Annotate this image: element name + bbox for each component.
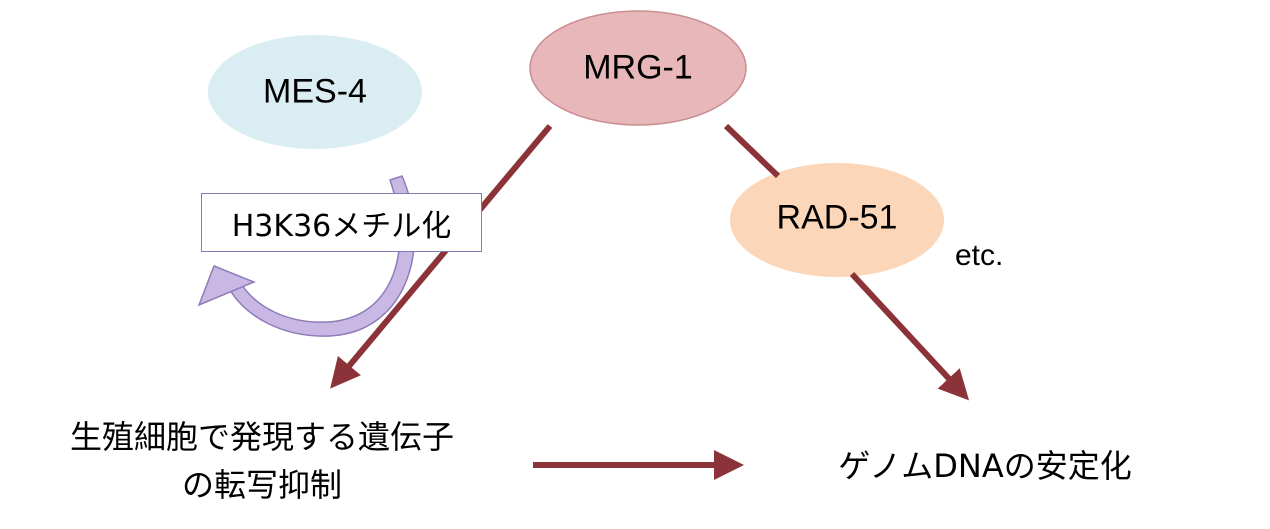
mrg1-label: MRG-1 xyxy=(583,48,693,87)
methylation-arrowhead xyxy=(197,265,256,307)
methylation-box: H3K36メチル化 xyxy=(201,193,482,252)
methylation-label: H3K36メチル化 xyxy=(231,208,452,244)
mes4-label: MES-4 xyxy=(263,72,367,111)
stability-outcome: ゲノムDNAの安定化 xyxy=(838,447,1132,485)
arrow-mrg1-to-rad51 xyxy=(723,123,781,179)
mrg1-node xyxy=(529,10,747,126)
rad51-node xyxy=(730,163,944,277)
mes4-node xyxy=(208,35,422,149)
arrow-mrg1-to-repression xyxy=(330,124,553,389)
etc-label: etc. xyxy=(955,239,1004,272)
repression-outcome-line2: の転写抑制 xyxy=(181,466,343,504)
rad51-label: RAD-51 xyxy=(776,198,898,237)
arrow-rad51-to-stability xyxy=(849,271,970,401)
repression-outcome-line1: 生殖細胞で発現する遺伝子 xyxy=(69,418,455,456)
